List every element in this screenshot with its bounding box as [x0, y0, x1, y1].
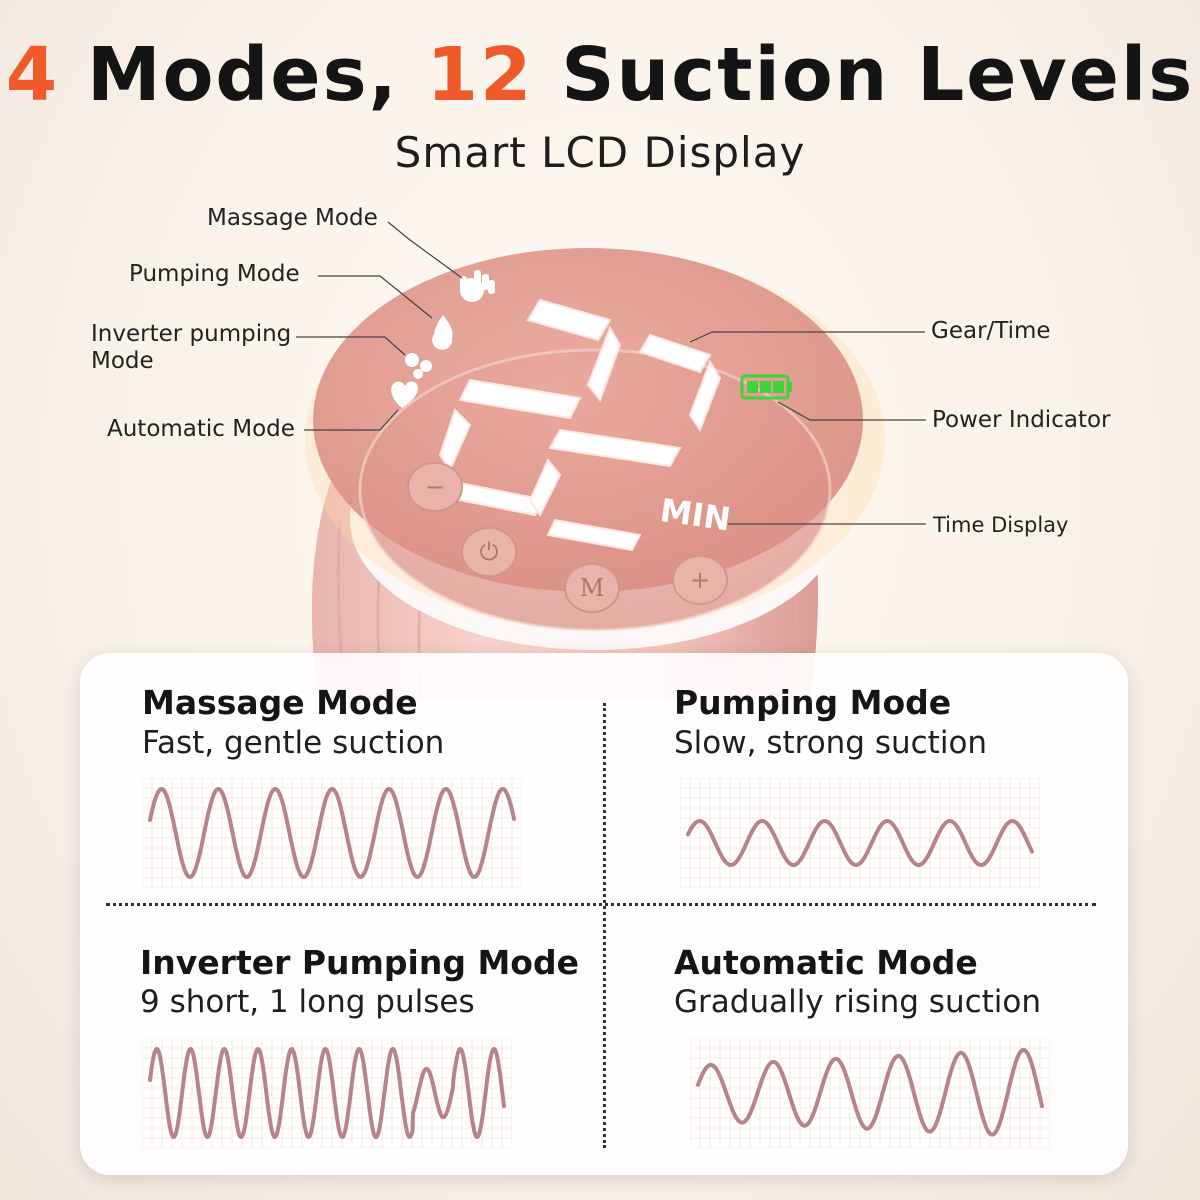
mode-button-text: M — [580, 574, 605, 602]
levels-count: 12 — [426, 32, 534, 118]
callout-inverter-mode-line2: Mode — [91, 348, 154, 374]
wave-grid — [142, 778, 522, 888]
callout-pumping-mode: Pumping Mode — [129, 261, 300, 287]
pumping-mode-desc: Slow, strong suction — [674, 725, 988, 761]
inverter-mode-wave — [142, 1038, 512, 1148]
hand-icon — [460, 270, 495, 302]
waveform-line — [686, 819, 1034, 867]
subheadline: Smart LCD Display — [394, 128, 806, 177]
waveform-line — [148, 786, 516, 880]
plus-button-text: + — [690, 566, 710, 594]
pumping-mode-title: Pumping Mode — [674, 683, 952, 722]
pumping-mode-wave — [680, 778, 1040, 888]
inverter-mode-title: Inverter Pumping Mode — [140, 943, 579, 982]
automatic-mode-desc: Gradually rising suction — [674, 984, 1042, 1020]
callout-power-indicator: Power Indicator — [932, 407, 1111, 433]
pump-device-illustration: MIN − ⏻ M + — [296, 221, 926, 700]
automatic-mode-wave — [690, 1038, 1050, 1148]
headline: 4 Modes, 12 Suction Levels — [0, 38, 1200, 112]
drop-icon — [432, 315, 453, 350]
callout-gear-time: Gear/Time — [931, 318, 1051, 344]
inverter-mode-desc: 9 short, 1 long pulses — [140, 984, 475, 1020]
massage-mode-wave — [142, 778, 522, 888]
waveform-line — [148, 1046, 506, 1140]
massage-mode-desc: Fast, gentle suction — [142, 725, 445, 761]
wave-grid — [680, 778, 1040, 888]
automatic-mode-title: Automatic Mode — [674, 943, 978, 982]
callout-automatic-mode: Automatic Mode — [107, 416, 295, 442]
vertical-divider — [603, 703, 606, 1148]
callout-time-display: Time Display — [933, 513, 1069, 537]
modes-word: Modes, — [86, 32, 399, 118]
power-button-text: ⏻ — [480, 538, 499, 566]
modes-card: Massage Mode Fast, gentle suction Pumpin… — [80, 653, 1128, 1175]
callout-inverter-mode-line1: Inverter pumping — [91, 321, 292, 347]
modes-count: 4 — [5, 32, 60, 118]
horizontal-divider — [106, 903, 1096, 906]
minus-button-text: − — [425, 473, 445, 501]
massage-mode-title: Massage Mode — [142, 683, 418, 722]
battery-icon — [740, 374, 792, 400]
waveform-line — [696, 1047, 1044, 1137]
heart-icon — [391, 381, 418, 408]
levels-words: Suction Levels — [561, 32, 1195, 118]
bubbles-icon — [405, 353, 432, 379]
callout-massage-mode: Massage Mode — [207, 205, 378, 231]
